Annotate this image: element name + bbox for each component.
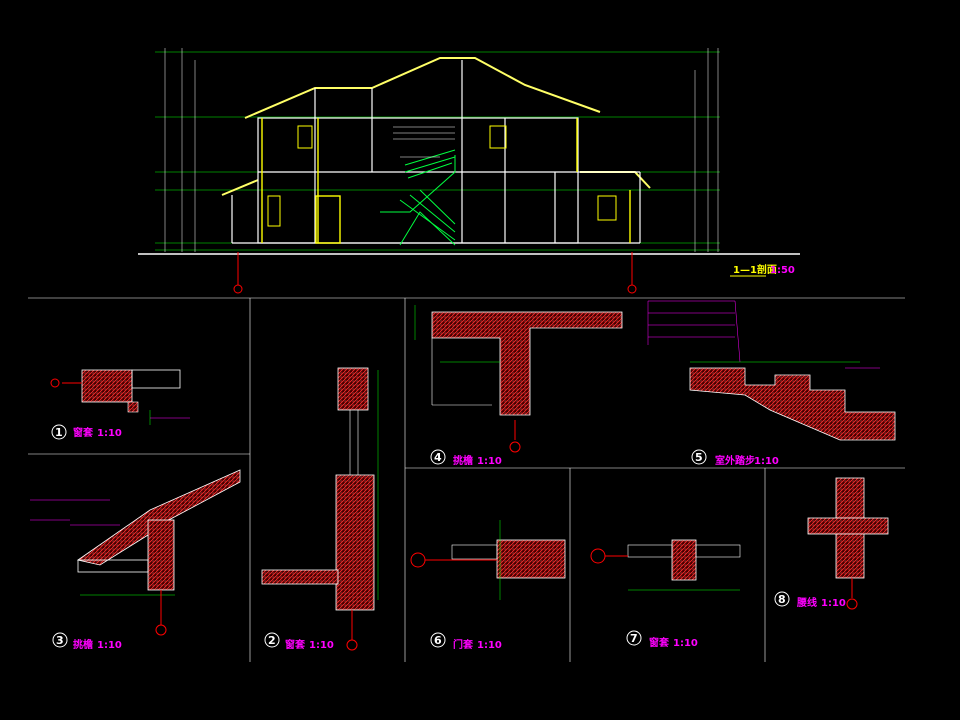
detail-3-label: 3 挑檐 1:10 [52,632,122,651]
detail-6-label: 6 门套 1:10 [430,632,502,651]
svg-text:窗套: 窗套 [73,426,94,439]
detail-8-label: 8 腰线 1:10 [774,591,846,609]
detail-5-label: 5 室外踏步 1:10 [691,449,779,467]
axis-markers [233,252,637,294]
detail-6-drawing [410,520,566,600]
svg-text:室外踏步: 室外踏步 [715,454,755,467]
section-scale: 1:50 [770,265,795,276]
section-title: 1—1剖面 [733,263,777,276]
detail-1-label: 1 窗套 1:10 [51,424,122,440]
svg-text:1:10: 1:10 [97,640,122,651]
wall-faces [261,118,631,244]
svg-text:门套: 门套 [453,638,474,651]
svg-text:8: 8 [778,593,786,606]
svg-text:1:10: 1:10 [477,456,502,467]
svg-text:4: 4 [434,451,442,464]
svg-text:挑檐: 挑檐 [453,454,473,467]
svg-text:1: 1 [55,426,63,439]
svg-text:窗套: 窗套 [649,636,670,649]
detail-2-label: 2 窗套 1:10 [264,632,334,651]
windows [267,125,617,227]
svg-text:1:10: 1:10 [309,640,334,651]
detail-3-drawing [30,469,241,636]
walls [231,60,641,244]
detail-4-label: 4 挑檐 1:10 [430,449,502,467]
level-lines [155,51,720,251]
svg-text:窗套: 窗套 [285,638,306,651]
roof [221,57,651,196]
svg-text:3: 3 [56,634,64,647]
svg-text:1:10: 1:10 [97,428,122,439]
svg-text:7: 7 [630,632,638,645]
svg-text:1:10: 1:10 [477,640,502,651]
panel-frame [28,297,905,662]
svg-text:1:10: 1:10 [754,456,779,467]
stair-note [393,126,455,158]
svg-text:2: 2 [268,634,276,647]
building-section: 1—1剖面 1:50 [138,48,800,294]
detail-7-label: 7 窗套 1:10 [626,630,698,649]
right-dimensions [694,48,719,252]
svg-text:1:10: 1:10 [821,598,846,609]
left-dimensions [164,48,196,252]
detail-8-drawing [807,477,889,610]
detail-4-drawing [414,305,623,453]
detail-1-drawing [50,369,190,425]
svg-text:1:10: 1:10 [673,638,698,649]
detail-7-drawing [590,539,741,591]
svg-text:挑檐: 挑檐 [73,638,93,651]
svg-text:5: 5 [695,451,703,464]
stair [380,149,456,246]
svg-text:6: 6 [434,634,442,647]
detail-2-drawing [261,367,379,651]
svg-text:腰线: 腰线 [796,596,817,609]
detail-5-drawing [647,300,896,441]
